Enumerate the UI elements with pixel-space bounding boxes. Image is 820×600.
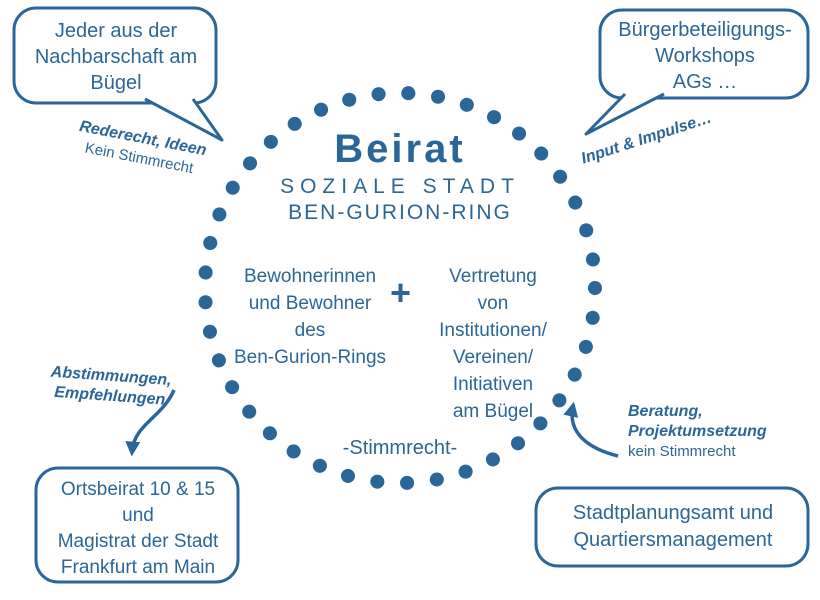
bubble-line: Magistrat der Stadt bbox=[57, 531, 219, 552]
member-group-institutions-line: Vereinen/ bbox=[452, 347, 534, 368]
member-group-residents: Bewohnerinnen und Bewohner des Ben-Gurio… bbox=[220, 263, 400, 371]
bubble-top-left-tail bbox=[144, 97, 224, 142]
bubble-line: Jeder aus der bbox=[54, 20, 178, 42]
bubble-line: Ortsbeirat 10 & 15 bbox=[60, 479, 216, 500]
member-group-residents-line: des bbox=[294, 320, 326, 341]
member-group-institutions-line: von bbox=[477, 293, 509, 314]
member-group-institutions-line: Initiativen bbox=[452, 374, 534, 395]
bubble-top-right-text: Bürgerbeteiligungs- Workshops AGs … bbox=[602, 17, 808, 95]
bubble-top-left-text: Jeder aus der Nachbarschaft am Bügel bbox=[16, 18, 216, 96]
member-group-institutions-line: Institutionen/ bbox=[439, 320, 547, 341]
bubble-bottom-right-shape bbox=[534, 486, 810, 568]
ring-subtitle-line1: SOZIALE STADT bbox=[280, 175, 520, 198]
arrow-from-stadtplanungsamt bbox=[563, 401, 619, 458]
ring-subtitle-line2: BEN-GURION-RING bbox=[288, 201, 512, 224]
annotation-bottom-right: Beratung, Projektumsetzung kein Stimmrec… bbox=[628, 402, 808, 462]
member-group-residents-line: Ben-Gurion-Rings bbox=[233, 347, 387, 368]
bubble-bottom-left-shape bbox=[34, 466, 240, 584]
bubble-bottom-left-text: Ortsbeirat 10 & 15 und Magistrat der Sta… bbox=[38, 477, 238, 581]
bubble-line: AGs … bbox=[672, 71, 738, 93]
bubble-bottom-right-text: Stadtplanungsamt und Quartiersmanagement bbox=[538, 500, 808, 554]
member-group-institutions-line: Vertretung bbox=[449, 266, 537, 287]
bubble-line: Bügel bbox=[90, 72, 142, 94]
bubble-line: Quartiersmanagement bbox=[573, 529, 773, 551]
bubble-top-left-shape bbox=[12, 6, 218, 105]
member-group-residents-line: Bewohnerinnen bbox=[243, 266, 377, 287]
bubble-line: Stadtplanungsamt und bbox=[572, 502, 774, 524]
member-group-institutions: Vertretung von Institutionen/ Vereinen/ … bbox=[418, 263, 568, 425]
bubble-top-right-shape bbox=[598, 8, 810, 100]
member-group-institutions-line: am Bügel bbox=[452, 401, 534, 422]
arrow-to-ortsbeirat bbox=[125, 389, 176, 457]
voting-note: -Stimmrecht- bbox=[342, 437, 458, 459]
annotation-emphasis: Beratung, bbox=[628, 403, 703, 420]
annotation-note: kein Stimmrecht bbox=[628, 443, 736, 460]
bubble-line: Workshops bbox=[655, 45, 755, 67]
dotted-ring bbox=[198, 86, 602, 490]
bubble-line: Frankfurt am Main bbox=[60, 557, 216, 578]
bubble-line: und bbox=[122, 505, 154, 526]
bubble-line: Nachbarschaft am bbox=[34, 46, 198, 68]
member-group-residents-line: und Bewohner bbox=[248, 293, 372, 314]
bubble-top-right-tail bbox=[584, 92, 665, 136]
ring-title: Beirat bbox=[334, 127, 466, 171]
bubble-line: Bürgerbeteiligungs- bbox=[618, 19, 792, 41]
plus-sign: + bbox=[390, 272, 412, 313]
annotation-emphasis: Projektumsetzung bbox=[628, 423, 767, 440]
